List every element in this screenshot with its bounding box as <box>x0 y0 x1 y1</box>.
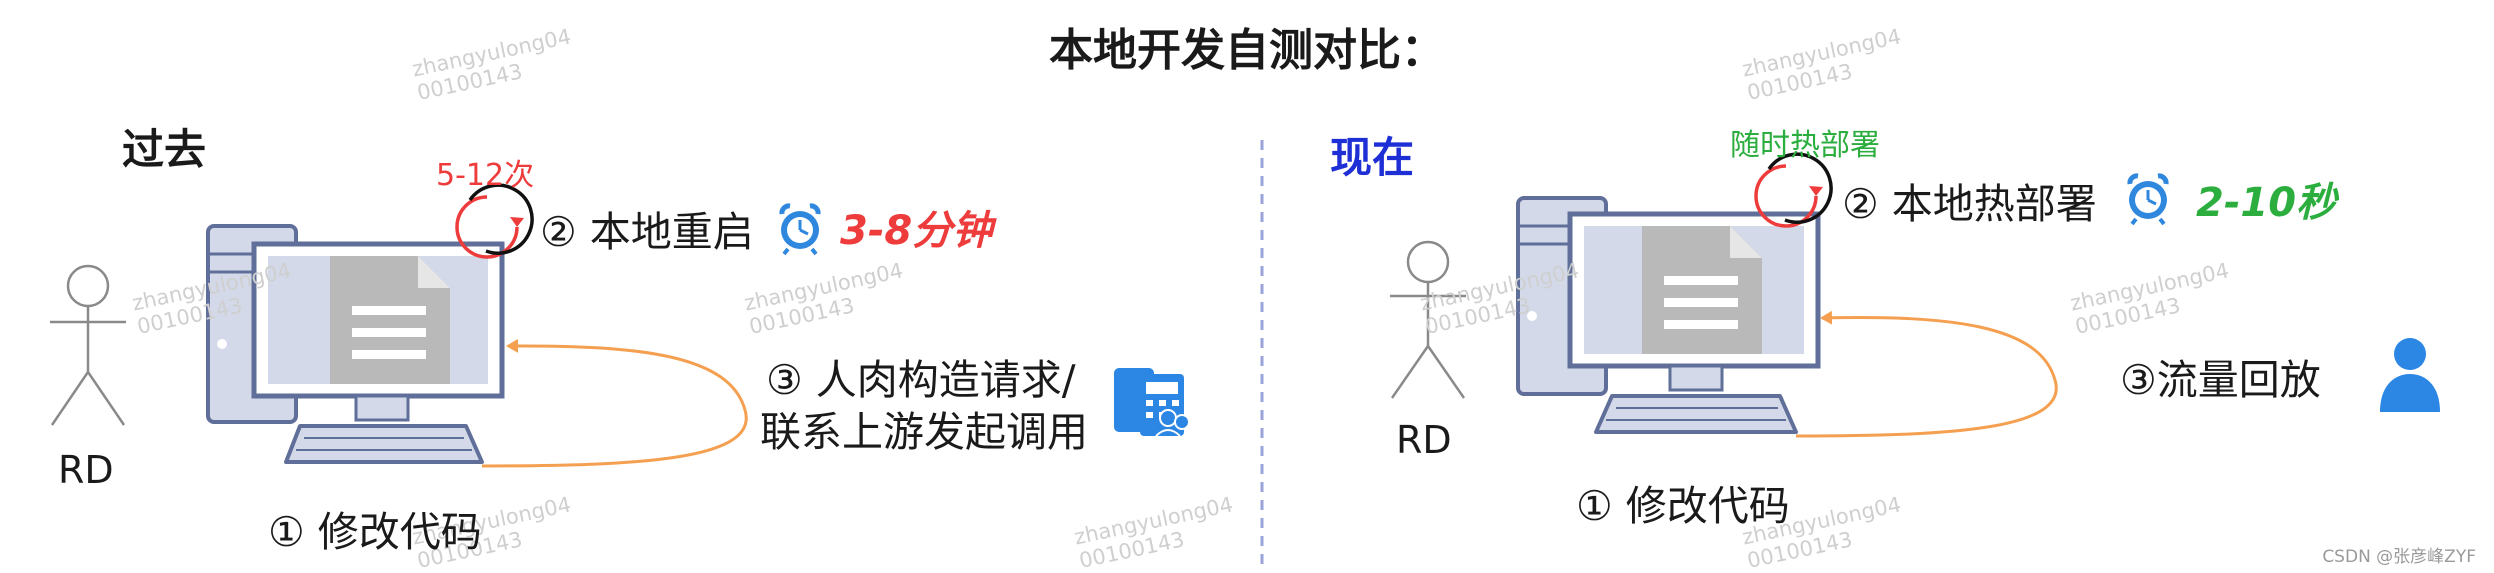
now-step3-label: ③流量回放 <box>2120 356 2321 404</box>
now-hot-deploy-icon <box>1754 152 1833 228</box>
past-heading: 过去 <box>122 125 207 174</box>
now-document-icon <box>1642 226 1762 354</box>
past-stick-figure <box>50 264 126 426</box>
past-step2-label: ② 本地重启 <box>540 208 754 256</box>
past-document-icon <box>330 256 450 384</box>
diagram-title: 本地开发自测对比： <box>1049 25 1445 76</box>
now-step1-label: ① 修改代码 <box>1576 482 1790 530</box>
now-replay-arrow <box>1795 310 2058 438</box>
past-phone-icon <box>1114 368 1190 437</box>
now-alarm-clock-icon <box>2127 173 2169 226</box>
past-request-arrow <box>481 338 748 468</box>
past-alarm-clock-icon <box>779 203 821 256</box>
now-stick-figure <box>1390 240 1466 399</box>
now-hot-label: 随时热部署 <box>1730 128 1880 163</box>
past-step3-line2: 联系上游发起调用 <box>760 408 1088 456</box>
now-duration-label: 2-10秒 <box>2196 180 2337 226</box>
past-count-label: 5-12次 <box>436 158 535 193</box>
now-step2-label: ② 本地热部署 <box>1842 180 2097 228</box>
past-step3-line1: ③ 人肉构造请求/ <box>766 356 1076 404</box>
past-duration-label: 3-8分钟 <box>840 208 993 254</box>
past-restart-icon <box>455 183 534 259</box>
now-actor-label: RD <box>1396 418 1452 462</box>
footer-credit: CSDN @张彦峰ZYF <box>2322 547 2476 567</box>
past-actor-label: RD <box>58 448 114 492</box>
now-user-icon <box>2380 338 2440 412</box>
now-heading: 现在 <box>1330 133 1415 182</box>
past-step1-label: ① 修改代码 <box>268 508 482 556</box>
